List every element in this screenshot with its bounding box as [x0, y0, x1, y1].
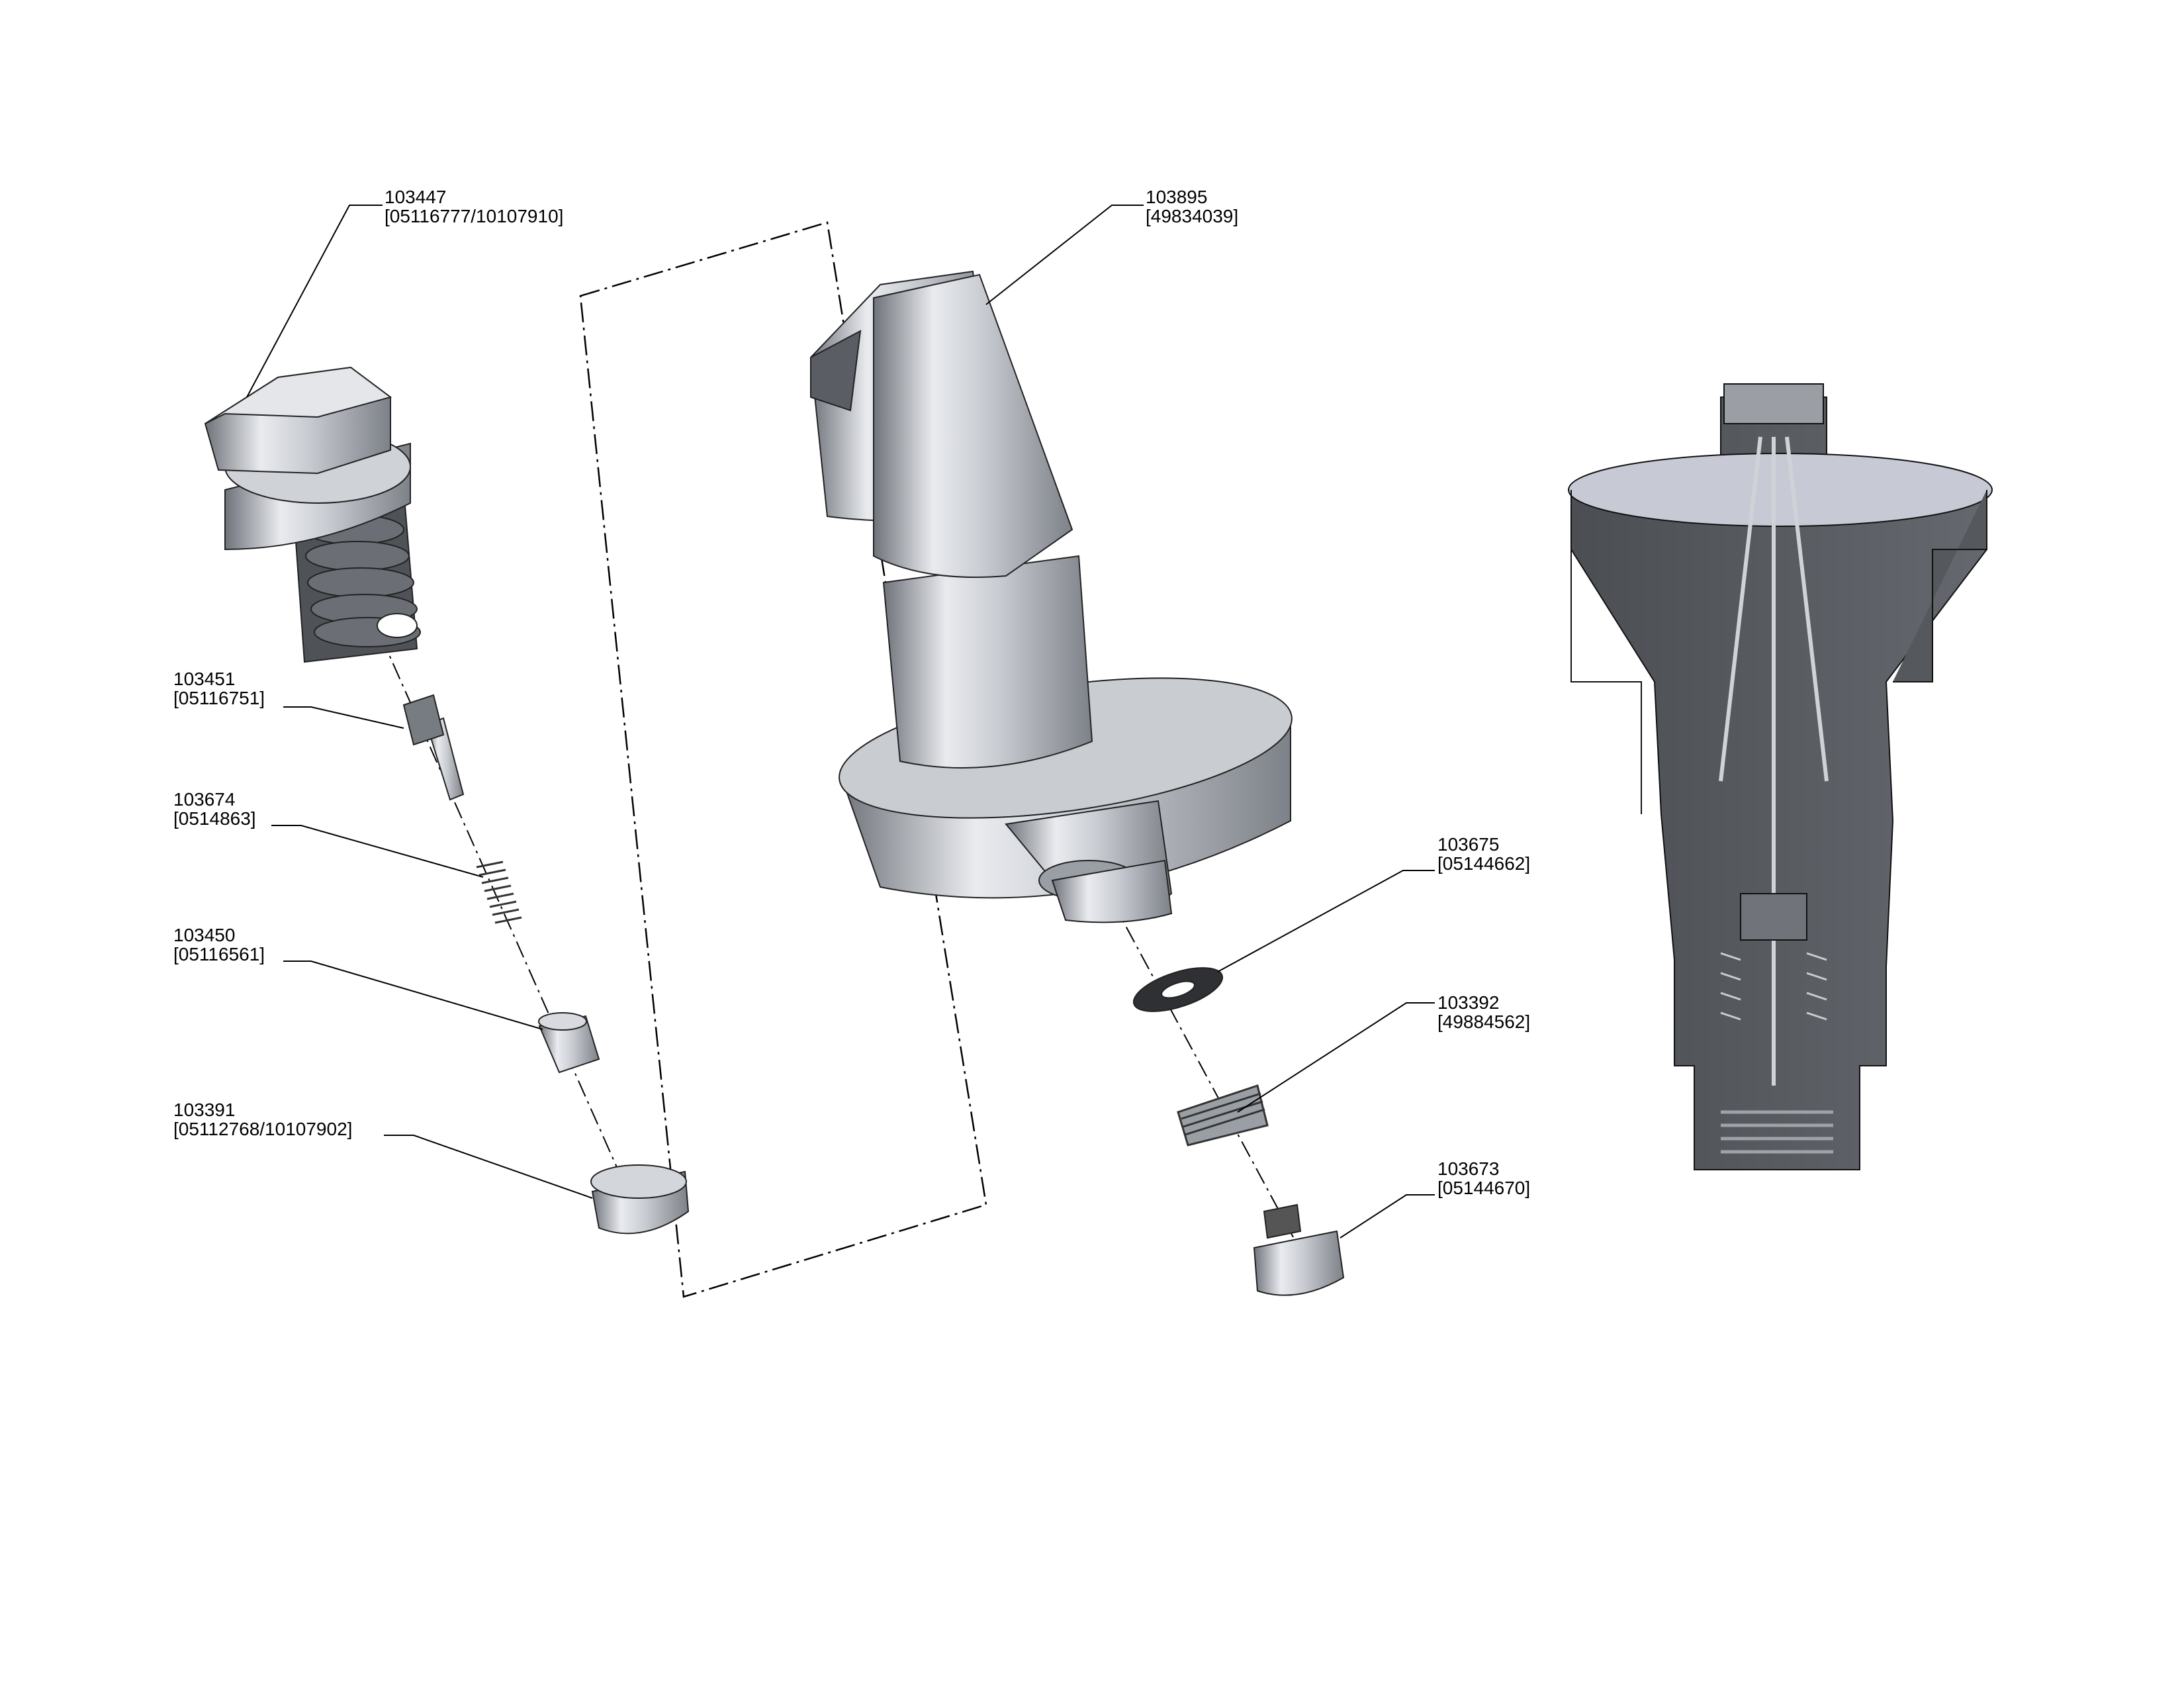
part-cap [590, 1164, 690, 1235]
part-ref: [49834039] [1146, 206, 1239, 226]
part-number: 103450 [173, 925, 236, 945]
callout-103451: 103451[05116751] [173, 669, 265, 708]
part-ref: [05144670] [1437, 1178, 1531, 1198]
part-number: 103673 [1437, 1158, 1500, 1179]
dashed-assembly-outline [579, 221, 987, 1298]
callout-103447: 103447[05116777/10107910] [385, 187, 563, 226]
part-ref: [0514863] [173, 808, 256, 829]
part-ref: [05116561] [173, 944, 265, 964]
part-ref: [05116751] [173, 688, 265, 708]
part-number: 103447 [385, 187, 447, 207]
part-number: 103674 [173, 789, 236, 810]
part-ref: [05112768/10107902] [173, 1119, 353, 1139]
part-number: 103895 [1146, 187, 1208, 207]
callout-103391: 103391[05112768/10107902] [173, 1100, 352, 1139]
part-screw [1253, 1203, 1345, 1296]
axis-right [1111, 900, 1298, 1245]
part-hex-plug [204, 366, 421, 663]
callout-103895: 103895[49834039] [1146, 187, 1238, 226]
callout-103450: 103450[05116561] [173, 925, 265, 964]
callout-103674: 103674[0514863] [173, 790, 256, 828]
part-main-body [809, 270, 1293, 923]
part-ref: [49884562] [1437, 1011, 1531, 1032]
callout-103673: 103673[05144670] [1437, 1159, 1530, 1197]
part-ref: [05144662] [1437, 853, 1531, 874]
callout-103675: 103675[05144662] [1437, 835, 1530, 873]
part-number: 103392 [1437, 992, 1500, 1013]
leader-lines [246, 205, 1435, 1239]
section-view [1568, 383, 1993, 1170]
part-washer [1132, 967, 1224, 1012]
part-spring-small [476, 861, 522, 924]
part-ref: [05116777/10107910] [385, 206, 564, 226]
part-number: 103675 [1437, 834, 1500, 855]
part-pin [402, 694, 465, 801]
part-collet-nut [538, 1012, 600, 1074]
part-threaded-ring [1177, 1084, 1269, 1147]
part-number: 103451 [173, 669, 236, 689]
part-number: 103391 [173, 1100, 236, 1120]
callout-103392: 103392[49884562] [1437, 993, 1530, 1031]
